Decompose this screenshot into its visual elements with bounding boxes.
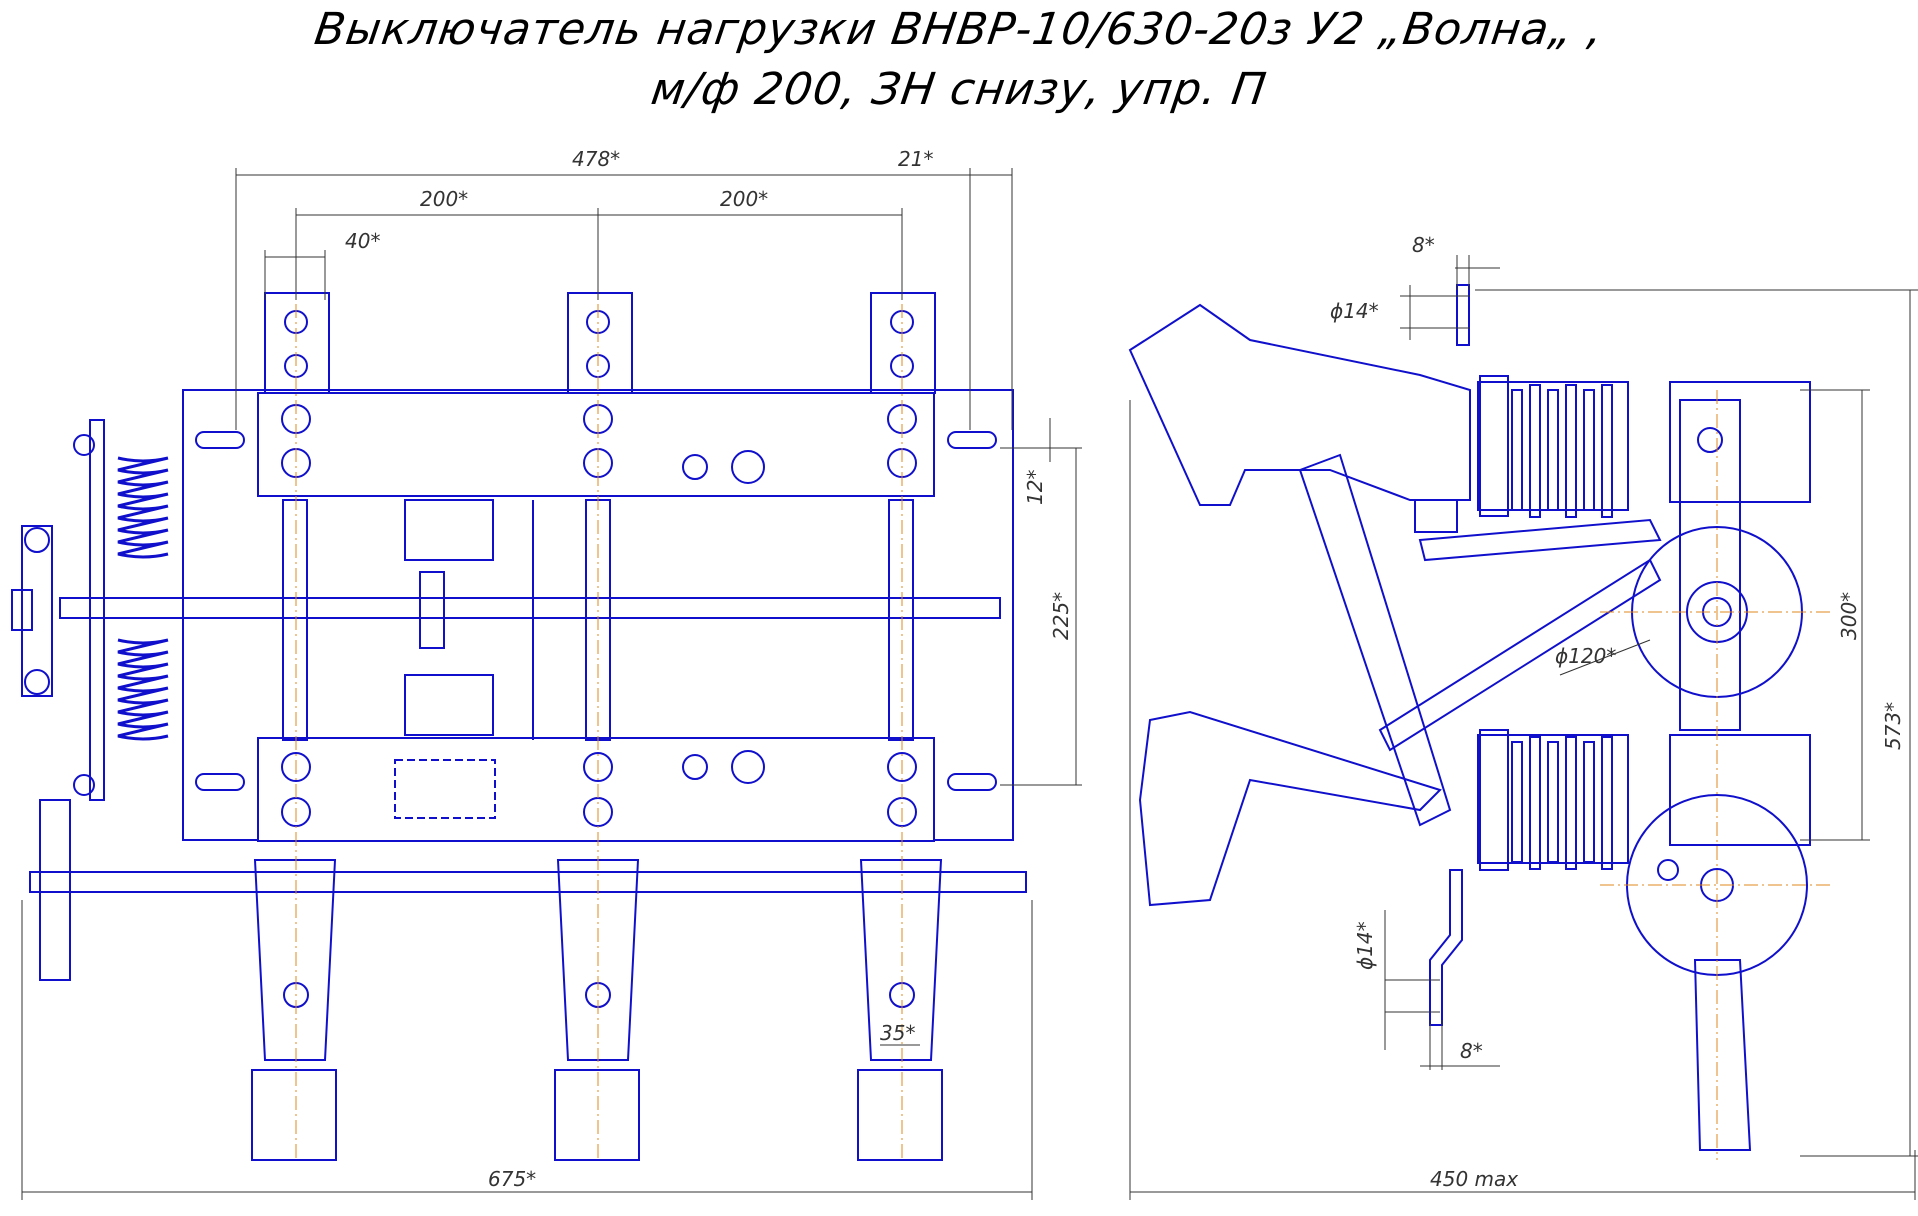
upper-arm-plate	[1128, 303, 1471, 506]
lower-insulator	[1477, 729, 1629, 871]
front-dimensions: 478* 21* 200* 200* 40* 12* 225* 35* 675*	[21, 147, 1082, 1200]
link-bar-3	[1418, 518, 1662, 562]
earthing-knife	[1138, 710, 1442, 907]
front-centerlines	[295, 280, 903, 1160]
slot-bl	[195, 773, 245, 791]
dim-40: 40*	[345, 229, 380, 253]
dim-8-bottom: 8*	[1460, 1039, 1483, 1063]
side-view: 8* ϕ14* ϕ120* 300* 573* ϕ14* 8* 450 max	[1128, 233, 1918, 1200]
dim-35: 35*	[880, 1021, 915, 1045]
dim-12: 12*	[1023, 470, 1047, 505]
slot-tl	[195, 431, 245, 449]
dim-8-top: 8*	[1412, 233, 1435, 257]
mid-box-bottom	[404, 674, 494, 736]
earthing-shaft	[29, 871, 1027, 893]
closing-spring	[117, 456, 169, 741]
side-centerlines	[1600, 390, 1830, 1160]
link-bar-1	[1298, 453, 1452, 827]
bottom-bracket-plate	[1429, 869, 1463, 1026]
top-bracket-plate	[1456, 284, 1470, 346]
dim-phi14-top: ϕ14*	[1330, 299, 1379, 323]
top-busbar	[257, 392, 935, 497]
dim-225: 225*	[1049, 592, 1073, 640]
dim-573: 573*	[1881, 702, 1905, 750]
dim-478: 478*	[572, 147, 620, 171]
dim-200-right: 200*	[720, 187, 768, 211]
drive-mechanism	[11, 419, 105, 981]
side-dimensions: 8* ϕ14* ϕ120* 300* 573* ϕ14* 8* 450 max	[1129, 233, 1918, 1200]
dim-21: 21*	[898, 147, 933, 171]
main-shaft	[59, 597, 1001, 619]
dim-450-max: 450 max	[1430, 1167, 1518, 1191]
bottom-contacts	[251, 859, 943, 1161]
slot-tr	[947, 431, 997, 449]
link-bar-2	[1378, 558, 1662, 752]
dim-phi120: ϕ120*	[1555, 644, 1616, 668]
pole-top-brackets	[264, 292, 936, 394]
bottom-busbar	[257, 737, 935, 842]
right-post	[1679, 399, 1741, 731]
mid-box-top	[404, 499, 494, 561]
dashed-plate	[394, 759, 496, 819]
right-frame-bottom	[1669, 734, 1811, 846]
front-view: 478* 21* 200* 200* 40* 12* 225* 35* 675*	[11, 147, 1082, 1200]
mid-block	[419, 571, 445, 649]
dim-phi14-bottom: ϕ14*	[1353, 921, 1377, 970]
dim-300: 300*	[1837, 592, 1861, 640]
slot-br	[947, 773, 997, 791]
upper-tab	[1414, 499, 1458, 533]
dim-200-left: 200*	[420, 187, 468, 211]
lower-lever	[1693, 959, 1752, 1151]
upper-insulator	[1477, 375, 1629, 518]
dim-675: 675*	[488, 1167, 536, 1191]
